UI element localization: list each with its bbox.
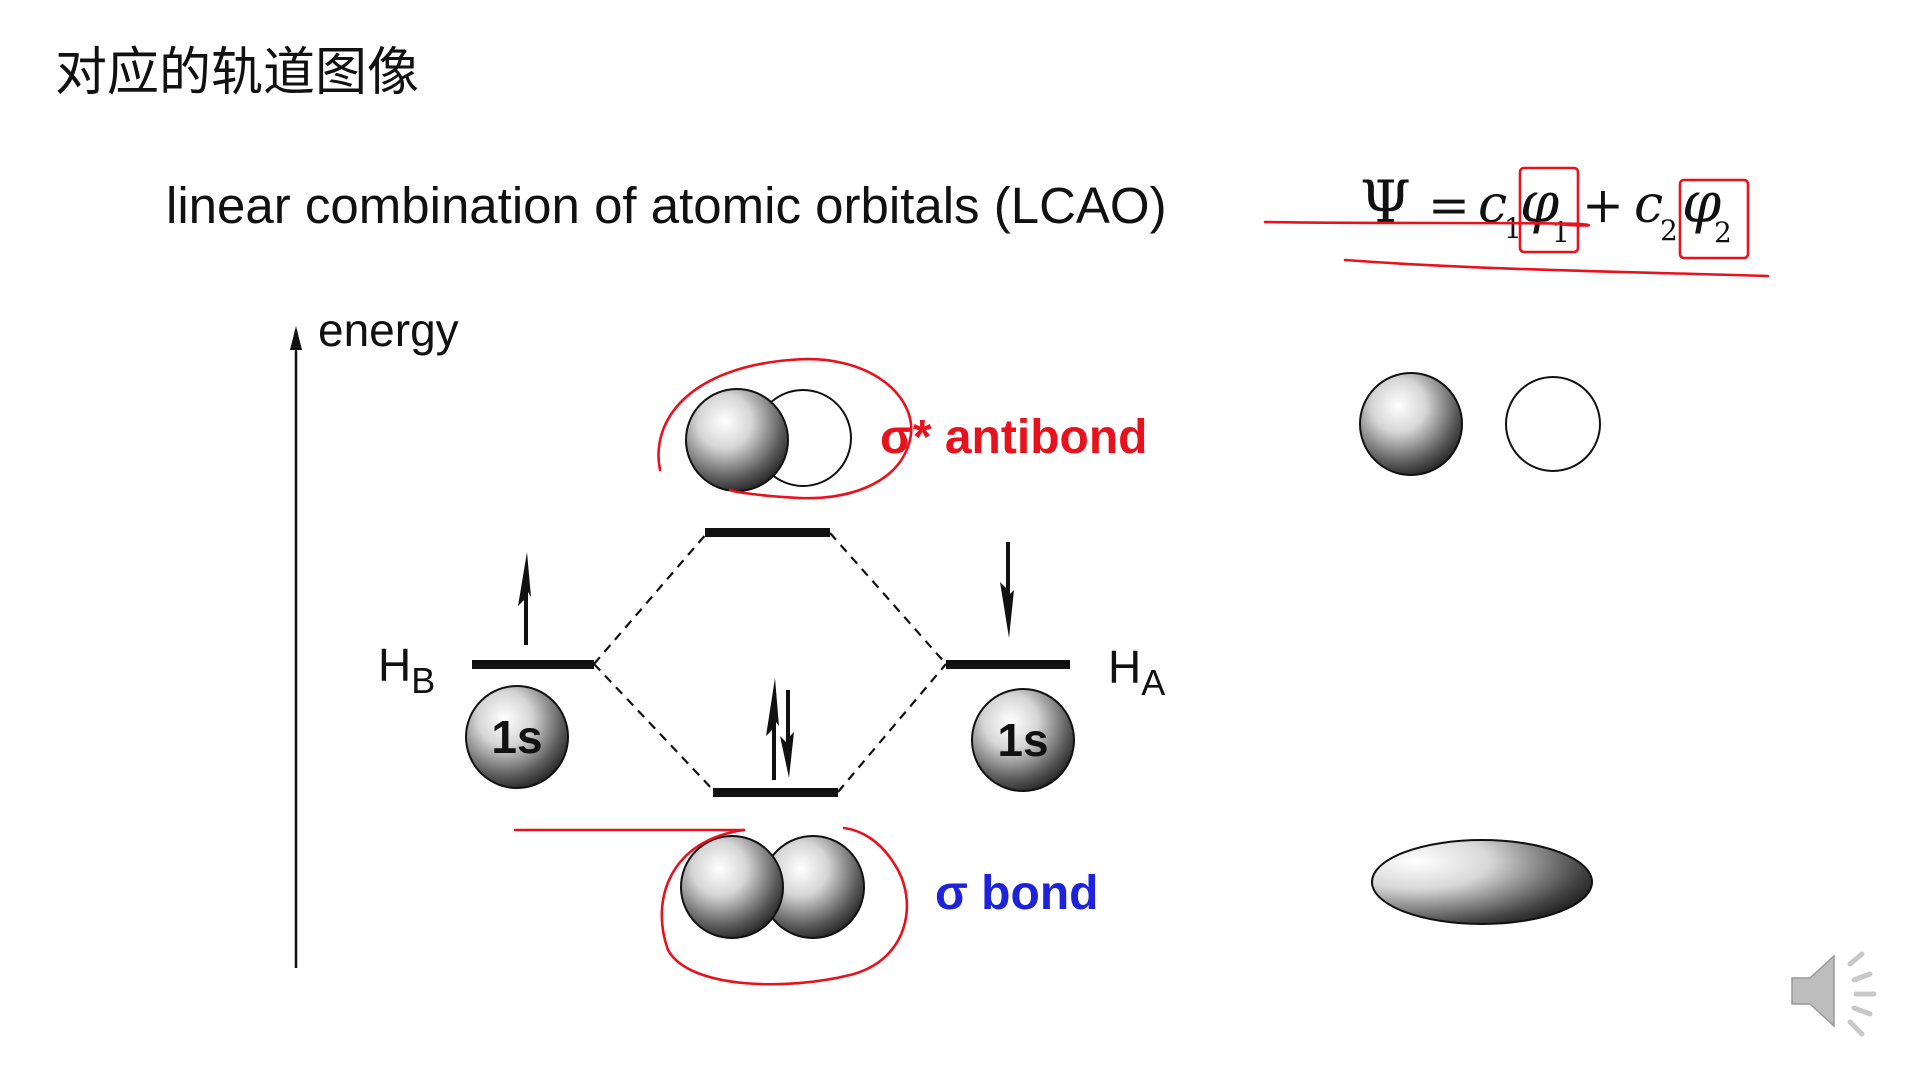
ha-electron-down <box>1000 542 1014 638</box>
ha-orbital-label: 1s <box>997 714 1048 766</box>
eq-phi2: φ <box>1682 171 1721 236</box>
eq-c1: c <box>1478 175 1507 235</box>
phi1-sphere <box>1359 372 1463 476</box>
energy-axis-arrowhead <box>290 326 302 350</box>
hb-symbol: H <box>378 639 412 691</box>
ha-symbol: H <box>1108 641 1142 693</box>
hb-1s-orbital: 1s <box>465 685 569 789</box>
energy-axis-label: energy <box>318 304 459 356</box>
eq-phi2-sub: 2 <box>1714 216 1732 249</box>
hb-orbital-label: 1s <box>491 711 542 763</box>
bonding-level <box>713 788 838 797</box>
correlation-lines <box>593 532 947 793</box>
phi2-sphere <box>1505 376 1601 472</box>
eq-equals: = <box>1428 176 1470 234</box>
eq-c2-sub: 2 <box>1660 214 1678 247</box>
eq-c2: c <box>1634 175 1663 235</box>
antibonding-level <box>705 528 830 537</box>
eq-phi1-sub: 1 <box>1552 216 1570 249</box>
eq-phi1: φ <box>1520 171 1559 236</box>
antibond-label: σ* antibond <box>880 411 1148 464</box>
ha-subscript: A <box>1141 662 1166 703</box>
bonding-electron-pair <box>766 678 794 780</box>
bonding-orbital <box>680 835 865 939</box>
annotation-box-phi2 <box>1678 178 1750 260</box>
hb-electron-up <box>518 552 531 645</box>
speaker-icon[interactable] <box>1791 951 1877 1037</box>
eq-psi: Ψ <box>1360 168 1411 236</box>
lcao-equation: Ψ = c 1 φ 1 + c 2 φ 2 <box>1360 168 1732 249</box>
annotation-circle-antibond <box>657 357 913 500</box>
hb-level <box>472 660 594 669</box>
annotation-circle-bond <box>660 826 909 986</box>
handwritten-annotations <box>513 166 1770 986</box>
annotation-underline-equation <box>1263 220 1591 227</box>
antibonding-orbital <box>685 388 852 492</box>
annotation-underline-long <box>1343 258 1770 278</box>
lcao-subtitle: linear combination of atomic orbitals (L… <box>166 177 1167 234</box>
annotation-box-phi1 <box>1518 166 1580 254</box>
bond-label: σ bond <box>935 867 1099 920</box>
ha-atom-label: HA <box>1108 640 1165 704</box>
hb-subscript: B <box>411 660 436 701</box>
slide-title: 对应的轨道图像 <box>55 43 420 103</box>
hb-atom-label: HB <box>378 638 435 702</box>
eq-c1-sub: 1 <box>1504 212 1522 245</box>
ha-1s-orbital: 1s <box>971 688 1075 792</box>
bonding-ellipsoid <box>1371 839 1593 925</box>
ha-level <box>946 660 1070 669</box>
